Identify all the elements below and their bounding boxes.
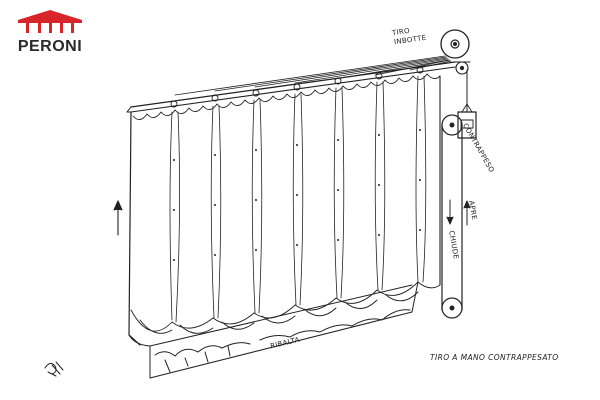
signature-mark (44, 361, 64, 377)
curtain-folds (169, 75, 427, 323)
up-arrow-apre-icon (463, 200, 471, 226)
down-arrow-chiude-icon (446, 199, 454, 225)
brand-name: PERONI (17, 38, 83, 55)
pull-cords (174, 55, 452, 96)
curtain-rings (170, 66, 424, 108)
curtain-panel (128, 75, 441, 347)
caption: TIRO A MANO CONTRAPPESATO (430, 353, 559, 362)
up-arrow-icon (113, 200, 123, 236)
counterweight-icon (457, 69, 477, 139)
peroni-logo: PERONI (8, 8, 92, 55)
fold-rings (173, 129, 421, 261)
top-pulley-icon (440, 29, 470, 59)
ribalta-apron (149, 281, 419, 379)
valance (132, 73, 441, 120)
top-rod (126, 61, 471, 113)
logo-roof-icon (18, 10, 82, 33)
hand-line-loop (441, 124, 463, 319)
